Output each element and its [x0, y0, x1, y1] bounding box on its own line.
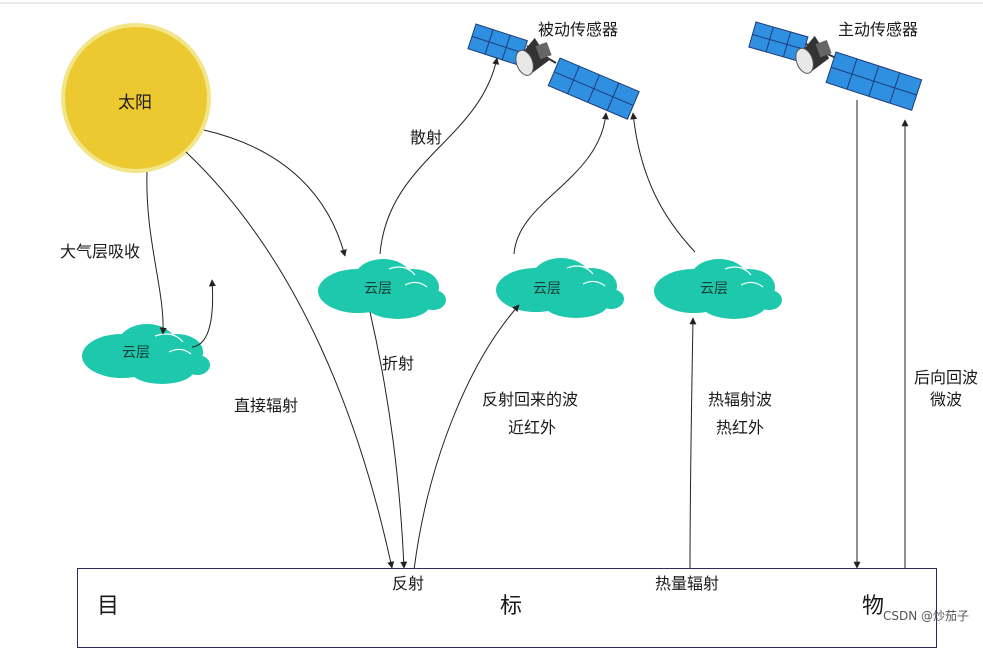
target-char-3: 物 [862, 594, 885, 619]
label-thermal-wave: 热辐射波 [708, 390, 773, 409]
label-scatter: 散射 [410, 128, 443, 147]
passive-satellite-icon [467, 23, 640, 120]
radiation-paths [146, 57, 909, 571]
arrow-sun-to-cloud [203, 129, 347, 257]
arrow-thermal-up [689, 317, 697, 569]
label-direct: 直接辐射 [234, 396, 299, 415]
cloud-right [654, 259, 782, 319]
label-refraction: 折射 [382, 354, 415, 373]
arrow-refraction [369, 311, 408, 569]
label-reflected-wave: 反射回来的波 [482, 390, 579, 409]
label-atmosphere-absorb: 大气层吸收 [60, 242, 141, 261]
label-near-ir: 近红外 [508, 418, 557, 437]
arrow-nearir-to-sensor [513, 112, 609, 255]
arrow-sun-to-left-cloud [146, 171, 167, 335]
sun-shape [61, 23, 211, 173]
cloud-left [82, 324, 210, 384]
active-sensor-label: 主动传感器 [838, 20, 919, 39]
target-char-2: 标 [500, 594, 523, 619]
cloud-scatter [318, 259, 446, 319]
label-microwave: 微波 [930, 390, 963, 409]
arrow-reflected-up [413, 304, 520, 571]
label-thermal-radiation: 热量辐射 [655, 574, 720, 593]
cloud-middle [496, 258, 624, 318]
active-satellite-icon [748, 21, 923, 111]
label-thermal-ir: 热红外 [716, 418, 765, 437]
cloud-label-left: 云层 [122, 345, 150, 361]
target-char-1: 目 [97, 594, 120, 619]
cloud-label-scatter: 云层 [364, 281, 392, 297]
arrow-left-cloud-up [191, 279, 216, 348]
passive-sensor-label: 被动传感器 [538, 20, 619, 39]
watermark: CSDN @炒茄子 [882, 609, 969, 623]
diagram-canvas [0, 2, 983, 571]
arrow-scatter [379, 57, 500, 255]
sun-label: 太阳 [118, 93, 152, 113]
label-backscatter: 后向回波 [914, 368, 979, 387]
arrow-thermalir-to-sensor [630, 112, 696, 253]
label-reflection: 反射 [392, 574, 425, 593]
cloud-label-right: 云层 [700, 281, 728, 297]
arrow-direct [185, 151, 395, 569]
cloud-label-middle: 云层 [533, 281, 561, 297]
